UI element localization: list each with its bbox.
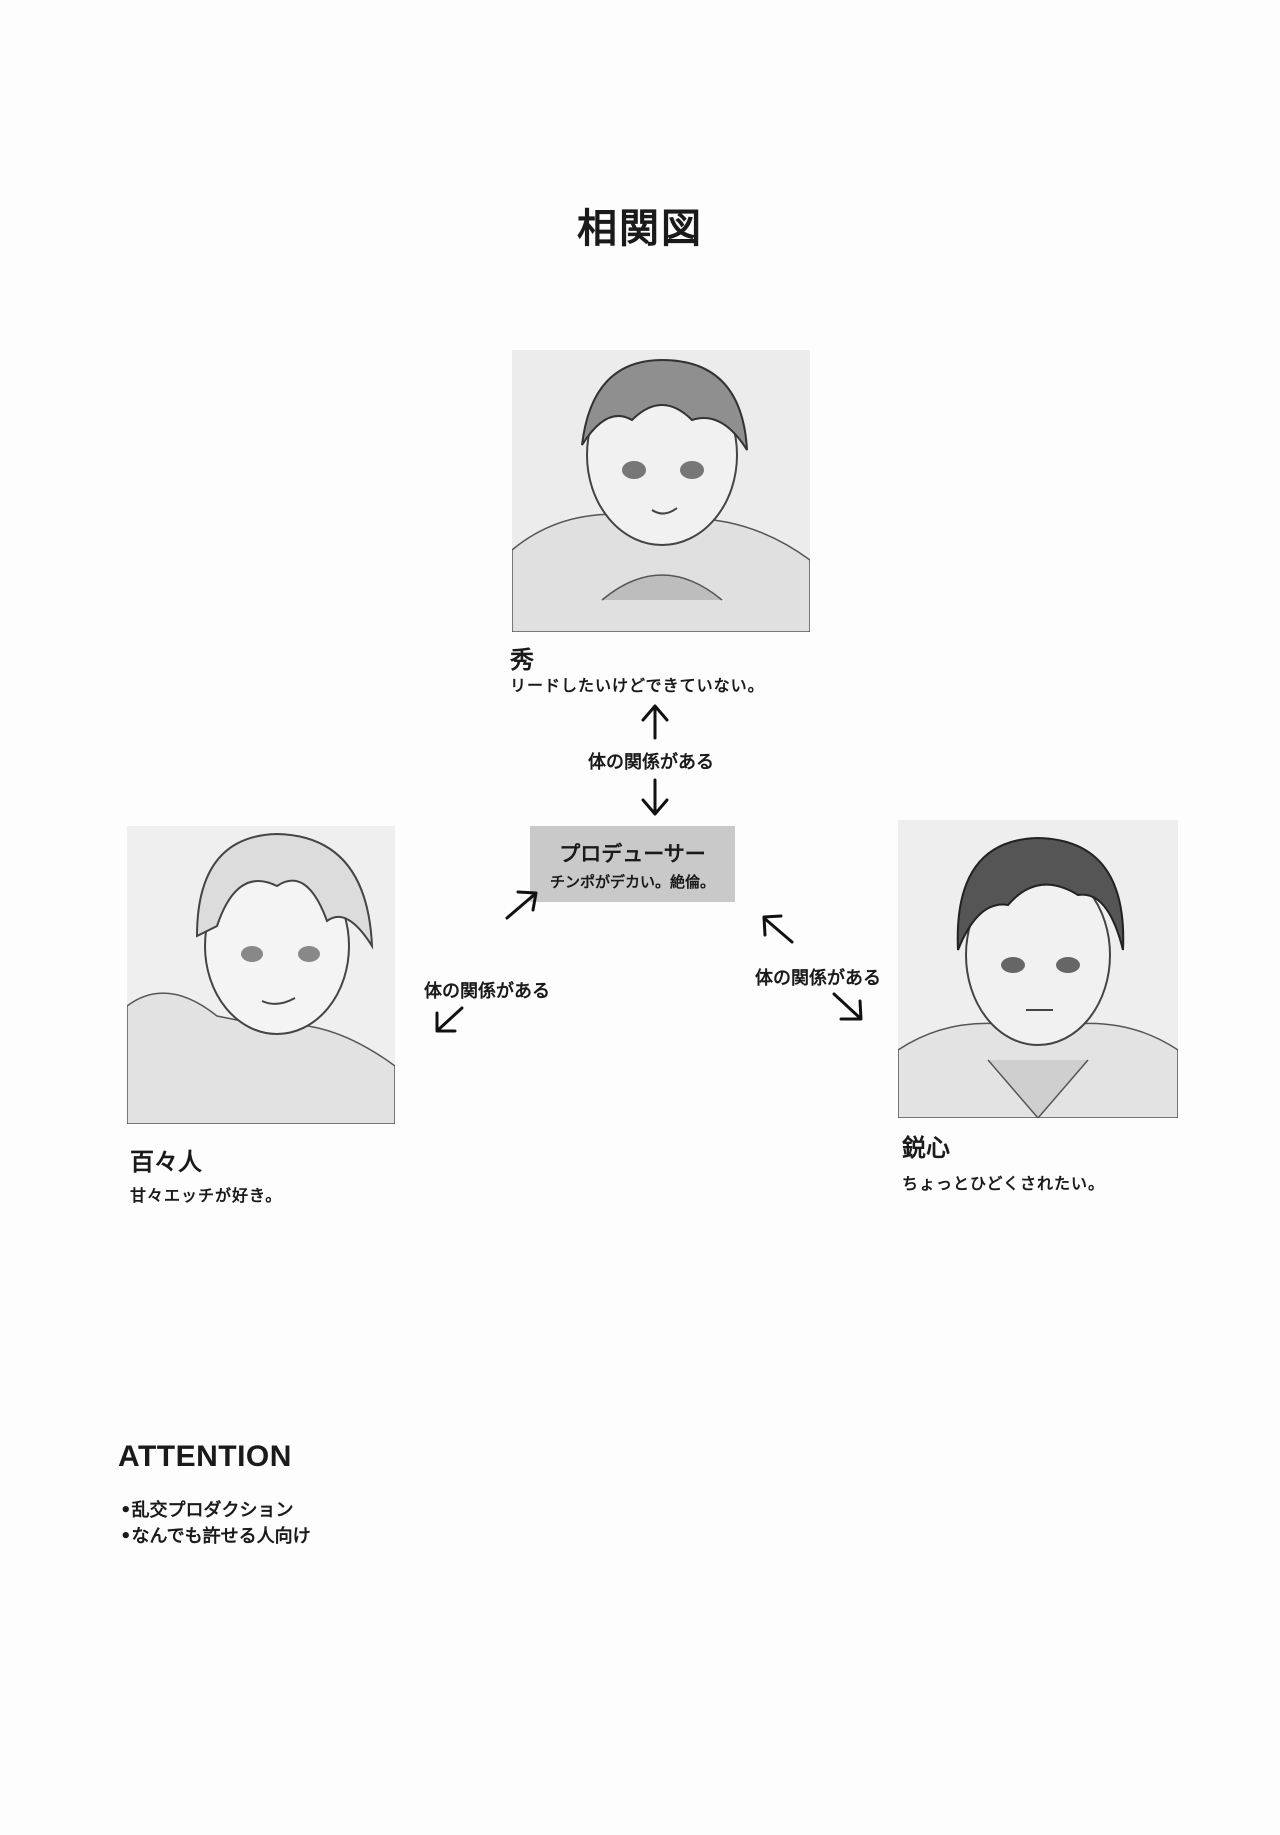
- char-desc-left: 甘々エッチが好き。: [130, 1186, 283, 1205]
- portrait-left: [127, 826, 395, 1124]
- producer-name: プロデューサー: [559, 842, 706, 866]
- arrow-right-head-up: [762, 914, 783, 937]
- portrait-right: [898, 820, 1178, 1118]
- arrow-right-line-upper: [762, 916, 794, 944]
- portrait-top: [512, 350, 810, 632]
- char-desc-right: ちょっとひどくされたい。: [902, 1174, 1106, 1193]
- page-title: 相関図: [577, 206, 703, 252]
- arrow-left-line-lower: [436, 1006, 464, 1032]
- char-name-top: 秀: [510, 646, 534, 674]
- producer-box: プロデューサー チンポがデカい。絶倫。: [530, 826, 735, 902]
- producer-desc: チンポがデカい。絶倫。: [549, 873, 715, 891]
- char-desc-top: リードしたいけどできていない。: [510, 676, 765, 695]
- attention-title: ATTENTION: [118, 1440, 292, 1473]
- arrow-top-head-up: [641, 704, 669, 722]
- arrow-right-head-down: [839, 999, 863, 1021]
- attention-item: •なんでも許せる人向け: [120, 1526, 311, 1547]
- arrow-top-head-down: [641, 798, 669, 816]
- relation-label-top: 体の関係がある: [588, 752, 714, 773]
- arrow-left-head-down: [435, 1011, 457, 1033]
- char-name-right: 鋭心: [902, 1134, 950, 1162]
- relation-label-left: 体の関係がある: [424, 981, 550, 1002]
- relation-label-right: 体の関係がある: [755, 968, 881, 989]
- arrow-right-line-lower: [832, 992, 862, 1020]
- char-name-left: 百々人: [130, 1148, 202, 1176]
- attention-item: •乱交プロダクション: [120, 1500, 294, 1521]
